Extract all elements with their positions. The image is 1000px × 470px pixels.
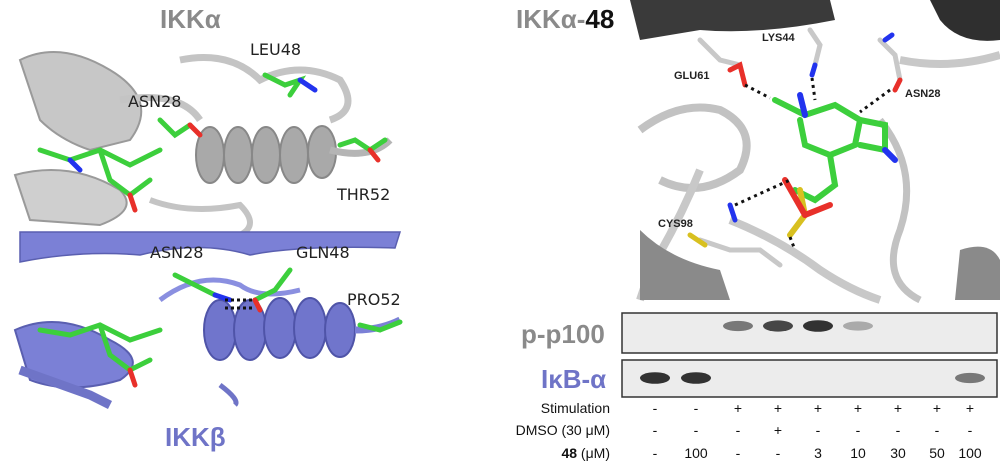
ikka-helix xyxy=(195,125,337,184)
condition-cell: - xyxy=(735,445,741,461)
condition-cell: 100 xyxy=(958,445,982,461)
ikba-bands xyxy=(640,372,985,384)
blot-label-p-p100: p-p100 xyxy=(521,319,605,349)
blot-band xyxy=(763,320,793,332)
condition-cell: + xyxy=(965,400,975,416)
ikka-residue-label: LEU48 xyxy=(250,40,302,59)
blot-ikba-frame xyxy=(621,359,998,398)
condition-cell: 100 xyxy=(684,445,708,461)
ikka-sticks xyxy=(37,72,388,213)
ikkb-residue-label: PRO52 xyxy=(347,290,401,309)
western-blots xyxy=(621,312,998,398)
complex-panel-title: IKKα-48 xyxy=(516,4,614,35)
ikka-residue-label: THR52 xyxy=(337,185,391,204)
blot-band xyxy=(843,321,873,331)
condition-row-label: 48 (μM) xyxy=(561,445,610,461)
condition-cell: + xyxy=(773,400,783,416)
ikka-residue-label: ASN28 xyxy=(128,92,182,111)
ikkb-helix xyxy=(203,297,356,361)
complex-residue-label: ASN28 xyxy=(905,88,941,100)
condition-cell: - xyxy=(652,400,658,416)
complex-residue-label: CYS98 xyxy=(658,218,693,230)
condition-cell: - xyxy=(735,422,741,438)
condition-cell: - xyxy=(693,422,699,438)
condition-cell: - xyxy=(693,400,699,416)
condition-cell: 30 xyxy=(890,445,906,461)
ikka-structure xyxy=(13,51,393,238)
blot-band xyxy=(723,320,753,332)
condition-cell: - xyxy=(652,422,658,438)
compound-id: 48 xyxy=(561,445,578,461)
condition-cell: - xyxy=(895,422,901,438)
condition-cell: + xyxy=(893,400,903,416)
blot-band xyxy=(955,372,985,384)
complex-title-prefix: IKKα- xyxy=(516,4,586,34)
blot-band xyxy=(640,372,670,384)
condition-row-label: DMSO (30 μM) xyxy=(515,422,610,438)
blot-band xyxy=(803,320,833,332)
complex-residue-sticks xyxy=(687,27,903,268)
complex-hbonds xyxy=(734,77,891,251)
condition-cell: - xyxy=(775,445,781,461)
condition-cell: 3 xyxy=(814,445,822,461)
ikkb-structure xyxy=(13,231,403,410)
ikkb-hbonds xyxy=(225,298,255,310)
condition-cell: + xyxy=(733,400,743,416)
complex-title-ligand: 48 xyxy=(585,4,615,34)
blot-label-ikba: IκB-α xyxy=(541,364,607,394)
blot-band xyxy=(681,372,711,384)
p-p100-bands xyxy=(723,320,873,332)
condition-cell: + xyxy=(932,400,942,416)
blot-p-p100-frame xyxy=(621,312,998,354)
complex-structure xyxy=(630,0,1000,304)
condition-cell: - xyxy=(815,422,821,438)
condition-cell: - xyxy=(934,422,940,438)
condition-cell: 10 xyxy=(850,445,866,461)
condition-row-label: Stimulation xyxy=(540,400,610,416)
ikkb-residue-label: ASN28 xyxy=(150,243,204,262)
condition-cell: + xyxy=(853,400,863,416)
condition-cell: + xyxy=(773,422,783,438)
ligand-48-sticks xyxy=(772,92,898,238)
condition-cell: + xyxy=(813,400,823,416)
condition-cell: 50 xyxy=(929,445,945,461)
complex-residue-label: GLU61 xyxy=(674,70,710,82)
ikkb-residue-label: GLN48 xyxy=(296,243,350,262)
condition-cell: - xyxy=(652,445,658,461)
ikka-panel-title: IKKα xyxy=(160,4,221,34)
ikkb-sticks xyxy=(37,267,403,388)
condition-cell: - xyxy=(967,422,973,438)
ikkb-panel-title: IKKβ xyxy=(165,422,226,452)
condition-cell: - xyxy=(855,422,861,438)
complex-residue-label: LYS44 xyxy=(762,32,795,44)
